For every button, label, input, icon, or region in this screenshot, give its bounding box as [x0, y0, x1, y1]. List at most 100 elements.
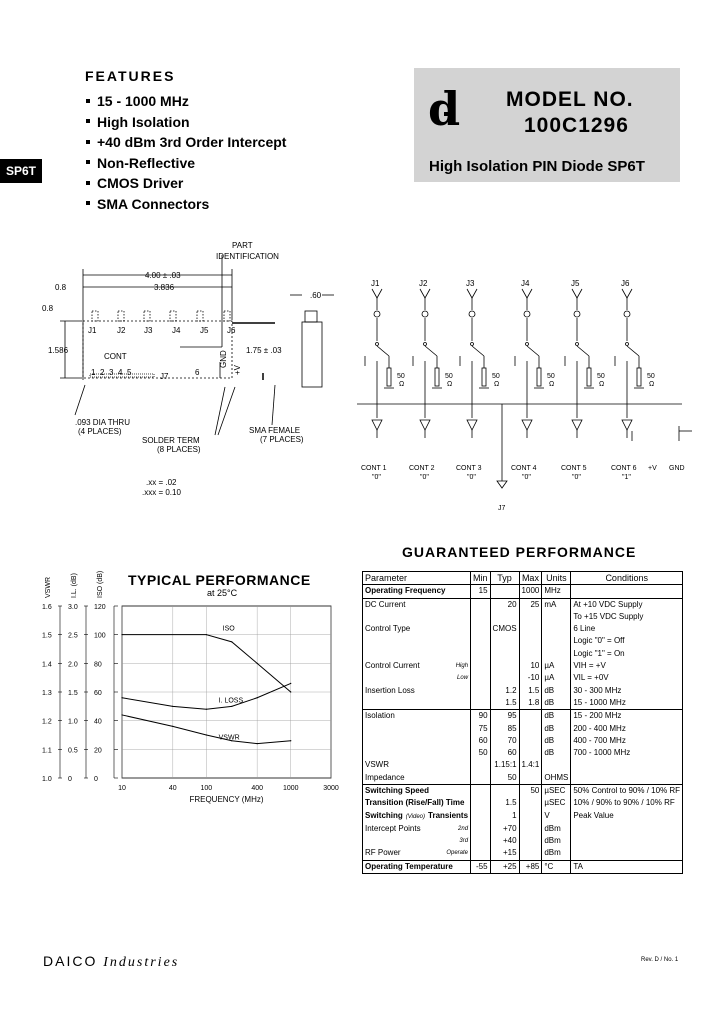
- table-cell-typ: CMOS: [489, 623, 520, 636]
- table-cell-typ: 20: [489, 597, 520, 611]
- schematic-cont-label: CONT 3: [456, 465, 482, 472]
- resistor-unit: Ω: [649, 381, 654, 388]
- param-cell: DC Current: [361, 597, 472, 611]
- table-cell-min: [470, 759, 491, 772]
- outline-port-j2: J2: [117, 326, 126, 335]
- model-number: 100C1296: [524, 114, 629, 137]
- table-cell-c: TA: [570, 859, 684, 874]
- feature-item: Non-Reflective: [85, 153, 286, 174]
- table-cell-c: 50% Control to 90% / 10% RF: [570, 784, 684, 798]
- bullet-icon: [86, 180, 90, 185]
- table-cell-u: dB: [541, 734, 572, 748]
- param-cell: [361, 610, 472, 624]
- param-cell: [361, 647, 472, 661]
- chart-point: [290, 740, 292, 742]
- table-cell-c: [570, 822, 684, 835]
- table-cell-c: [570, 847, 684, 861]
- part-id-line1: PART: [232, 241, 253, 250]
- table-cell-min: [470, 834, 491, 848]
- daico-logo: d: [428, 82, 461, 136]
- outline-gnd: GND: [219, 350, 228, 368]
- table-cell-typ: 60: [489, 747, 520, 760]
- x-tick: 40: [169, 785, 177, 792]
- resistor-unit: Ω: [494, 381, 499, 388]
- feature-text: CMOS Driver: [97, 175, 184, 191]
- dim-08-left: 0.8: [42, 304, 54, 313]
- param-name: Intercept Points: [365, 823, 421, 833]
- feature-item: 15 - 1000 MHz: [85, 91, 286, 112]
- table-cell-c: At +10 VDC Supply: [570, 597, 684, 611]
- table-cell-min: 75: [470, 722, 491, 735]
- param-cell: Impedance: [361, 771, 472, 785]
- table-cell-min: [470, 809, 491, 823]
- param-name: Transition (Rise/Fall) Time: [365, 798, 465, 808]
- param-qualifier: Operate: [446, 850, 469, 857]
- table-cell-max: -10: [518, 672, 543, 685]
- feature-text: High Isolation: [97, 113, 190, 130]
- resistor-unit: Ω: [447, 381, 452, 388]
- table-cell-min: 50: [470, 747, 491, 760]
- table-cell-max: 1.8: [518, 696, 543, 710]
- resistor-unit: Ω: [399, 381, 404, 388]
- schematic-cont-label: CONT 4: [511, 465, 537, 472]
- outline-port-j3: J3: [144, 326, 153, 335]
- table-cell-u: dB: [541, 696, 572, 710]
- table-cell-min: [470, 647, 491, 661]
- feature-text: Non-Reflective: [97, 154, 196, 171]
- table-cell-max: [518, 747, 543, 760]
- iso-tick: 120: [94, 604, 106, 611]
- chart-point: [231, 641, 233, 643]
- table-cell-c: 10% / 90% to 90% / 10% RF: [570, 797, 684, 810]
- param-cell: Operating Frequency: [361, 584, 472, 599]
- table-cell-u: µSEC: [541, 797, 572, 810]
- table-cell-typ: [489, 672, 520, 685]
- param-name: VSWR: [365, 760, 389, 770]
- table-cell-c: 15 - 200 MHz: [570, 709, 684, 723]
- table-cell-max: [518, 834, 543, 848]
- chart-point: [290, 691, 292, 693]
- chart-series-label: VSWR: [219, 735, 240, 742]
- schematic-port-label: J1: [371, 279, 380, 288]
- schematic-cont-value: "0": [372, 474, 381, 481]
- resistor-value: 50: [547, 373, 555, 380]
- outline-plusv: +V: [233, 364, 242, 375]
- chart-point: [290, 682, 292, 684]
- table-cell-max: [518, 734, 543, 748]
- footer-brand: DAICO Industries: [43, 953, 179, 971]
- tolerance-xxx: .xxx = 0.10: [142, 488, 181, 497]
- table-cell-c: 400 - 700 MHz: [570, 734, 684, 748]
- table-cell-c: To +15 VDC Supply: [570, 610, 684, 624]
- outline-cont-4: 4: [118, 368, 123, 377]
- outline-cont-2: 2: [100, 368, 105, 377]
- table-cell-u: V: [541, 809, 572, 823]
- footer-brand-industries: Industries: [103, 955, 180, 970]
- vswr-tick: 1.3: [42, 690, 52, 697]
- il-tick: 0: [68, 776, 72, 783]
- param-name: Operating Temperature: [365, 861, 453, 871]
- table-row: To +15 VDC Supply: [361, 610, 684, 624]
- schematic-cont-value: "0": [420, 474, 429, 481]
- dim-60: .60: [310, 291, 322, 300]
- table-cell-u: dB: [541, 747, 572, 760]
- table-cell-max: [518, 822, 543, 835]
- table-cell-min: [470, 784, 491, 798]
- table-cell-c: [570, 834, 684, 848]
- table-cell-u: mA: [541, 597, 572, 611]
- param-qualifier: High: [455, 663, 469, 670]
- param-cell: Transition (Rise/Fall) Time: [361, 797, 472, 810]
- model-box: [414, 68, 680, 182]
- param-cell: Insertion Loss: [361, 684, 472, 697]
- param-name: Switching Speed: [365, 786, 430, 796]
- il-tick: 2.0: [68, 661, 78, 668]
- table-cell-max: [518, 623, 543, 636]
- table-cell-min: [470, 610, 491, 624]
